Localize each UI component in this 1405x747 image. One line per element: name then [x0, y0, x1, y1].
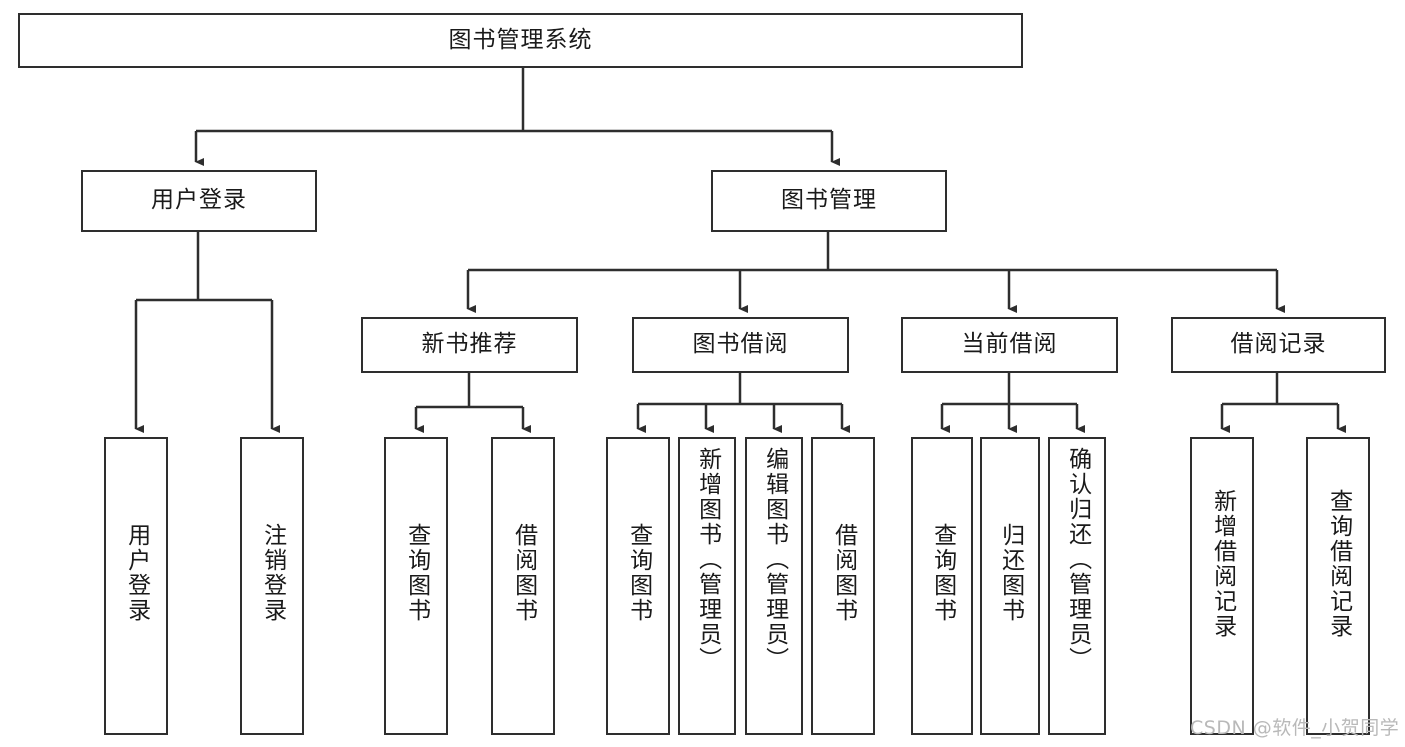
node-book-manage[interactable]: 图书管理 [711, 170, 947, 232]
node-leaf-logout-label: 注销登录 [259, 523, 286, 623]
node-leaf-edit-book[interactable]: 编辑图书（管理员） [745, 437, 803, 735]
node-leaf-logout[interactable]: 注销登录 [240, 437, 304, 735]
node-leaf-query-record-label: 查询借阅记录 [1325, 489, 1352, 639]
node-leaf-confirm-return-label: 确认归还（管理员） [1064, 447, 1091, 672]
node-leaf-add-book[interactable]: 新增图书（管理员） [678, 437, 736, 735]
node-leaf-query-book-1-label: 查询图书 [403, 523, 430, 623]
node-leaf-return-book[interactable]: 归还图书 [980, 437, 1040, 735]
node-leaf-query-book-2[interactable]: 查询图书 [606, 437, 670, 735]
node-user-login-label: 用户登录 [151, 187, 247, 214]
node-leaf-query-book-1[interactable]: 查询图书 [384, 437, 448, 735]
node-book-manage-label: 图书管理 [781, 187, 877, 214]
node-current-borrow[interactable]: 当前借阅 [901, 317, 1118, 373]
node-leaf-query-book-2-label: 查询图书 [625, 523, 652, 623]
node-user-login[interactable]: 用户登录 [81, 170, 317, 232]
node-leaf-borrow-book-1-label: 借阅图书 [510, 523, 537, 623]
node-leaf-add-record-label: 新增借阅记录 [1209, 489, 1236, 639]
node-borrow-record[interactable]: 借阅记录 [1171, 317, 1386, 373]
node-new-book-rec-label: 新书推荐 [421, 331, 518, 358]
node-leaf-borrow-book-2[interactable]: 借阅图书 [811, 437, 875, 735]
node-leaf-edit-book-label: 编辑图书（管理员） [761, 447, 788, 672]
node-book-borrow-label: 图书借阅 [692, 331, 789, 358]
node-leaf-confirm-return[interactable]: 确认归还（管理员） [1048, 437, 1106, 735]
csdn-watermark: CSDN @软件_小贺同学 [1190, 717, 1400, 739]
node-root[interactable]: 图书管理系统 [18, 13, 1023, 68]
node-leaf-query-book-3-label: 查询图书 [929, 523, 956, 623]
node-leaf-query-book-3[interactable]: 查询图书 [911, 437, 973, 735]
node-leaf-add-book-label: 新增图书（管理员） [694, 447, 721, 672]
node-leaf-borrow-book-2-label: 借阅图书 [830, 523, 857, 623]
node-leaf-query-record[interactable]: 查询借阅记录 [1306, 437, 1370, 735]
node-book-borrow[interactable]: 图书借阅 [632, 317, 849, 373]
node-leaf-user-login[interactable]: 用户登录 [104, 437, 168, 735]
node-new-book-rec[interactable]: 新书推荐 [361, 317, 578, 373]
node-leaf-user-login-label: 用户登录 [123, 523, 150, 623]
node-leaf-return-book-label: 归还图书 [997, 523, 1024, 623]
node-borrow-record-label: 借阅记录 [1230, 331, 1327, 358]
node-leaf-add-record[interactable]: 新增借阅记录 [1190, 437, 1254, 735]
node-current-borrow-label: 当前借阅 [961, 331, 1058, 358]
node-root-label: 图书管理系统 [448, 26, 593, 53]
node-leaf-borrow-book-1[interactable]: 借阅图书 [491, 437, 555, 735]
